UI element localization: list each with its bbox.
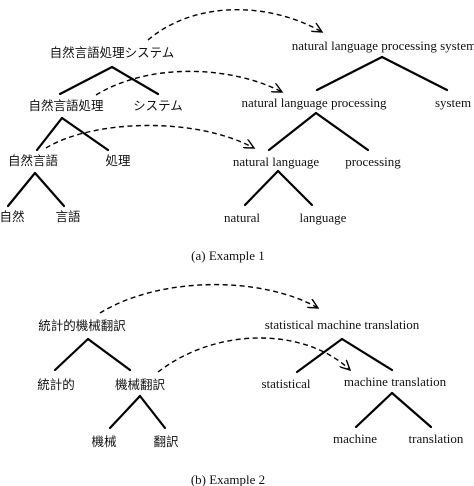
tree-edge (58, 65, 114, 96)
ex1-source-root: 自然言語処理システム (50, 45, 175, 60)
ex2-caption: (b) Example 2 (191, 472, 265, 486)
tree-edge (243, 169, 280, 207)
tree-edge (390, 391, 433, 429)
tree-edge (315, 55, 384, 92)
tree-edge (86, 337, 132, 372)
ex1-source-low-right: 処理 (105, 153, 131, 168)
ex1-target-leaf-left: natural (224, 210, 260, 225)
ex1-target-low-right: processing (345, 154, 401, 169)
tree-edge (295, 337, 344, 374)
alignment-arrow (95, 70, 282, 96)
ex2-source-leaf-right: 翻訳 (153, 434, 179, 449)
ex1-caption: (a) Example 1 (191, 248, 265, 263)
tree-edge (340, 337, 394, 372)
ex1-source-mid-left: 自然言語処理 (28, 98, 104, 113)
tree-edge (6, 171, 37, 208)
ex1-target-mid-right: system (435, 95, 471, 110)
tree-edge (33, 171, 66, 208)
example2-target-tree: statistical machine translation statisti… (261, 317, 463, 446)
tree-edge (354, 391, 394, 429)
tree-edge (267, 111, 318, 152)
alignment-arrow (147, 9, 322, 41)
ex1-target-leaf-right: language (300, 210, 347, 225)
tree-edge (314, 111, 370, 152)
ex2-source-leaf-left: 機械 (91, 434, 117, 449)
ex2-target-leaf-left: machine (333, 431, 377, 446)
example1-alignment-arrows (45, 9, 322, 148)
ex1-source-low-left: 自然言語 (8, 153, 59, 168)
tree-edge (108, 394, 142, 430)
tree-edge (60, 116, 110, 152)
ex2-source-mid-left: 統計的 (37, 377, 75, 392)
alignment-arrow (45, 124, 254, 148)
ex2-source-root: 統計的機械翻訳 (38, 318, 126, 333)
example2-alignment-arrows (99, 283, 350, 373)
tree-edge (110, 65, 160, 96)
example1-target-tree: natural language processing system natur… (224, 38, 474, 225)
example2-source-tree: 統計的機械翻訳 統計的 機械翻訳 機械 翻訳 (37, 318, 179, 449)
alignment-arrow (99, 283, 318, 314)
alignment-arrow (157, 337, 350, 373)
ex1-source-leaf-left: 自然 (0, 209, 25, 224)
ex1-source-leaf-right: 言語 (55, 209, 81, 224)
example1-source-tree: 自然言語処理システム 自然言語処理 システム 自然言語 処理 自然 言語 (0, 45, 183, 224)
tree-edge (380, 55, 449, 92)
ex2-target-root: statistical machine translation (265, 317, 420, 332)
ex2-target-mid-right: machine translation (344, 374, 447, 389)
ex1-target-root: natural language processing system (292, 38, 474, 53)
ex2-target-leaf-right: translation (409, 431, 464, 446)
ex2-source-mid-right: 機械翻訳 (115, 377, 166, 392)
tree-edge (138, 394, 167, 430)
tree-edge (35, 116, 64, 152)
tree-edge (276, 169, 314, 207)
ex2-target-mid-left: statistical (261, 376, 310, 391)
ex1-source-mid-right: システム (133, 98, 183, 113)
ex1-target-low-left: natural language (233, 154, 319, 169)
ex1-target-mid-left: natural language processing (241, 95, 387, 110)
tree-edge (53, 337, 90, 372)
